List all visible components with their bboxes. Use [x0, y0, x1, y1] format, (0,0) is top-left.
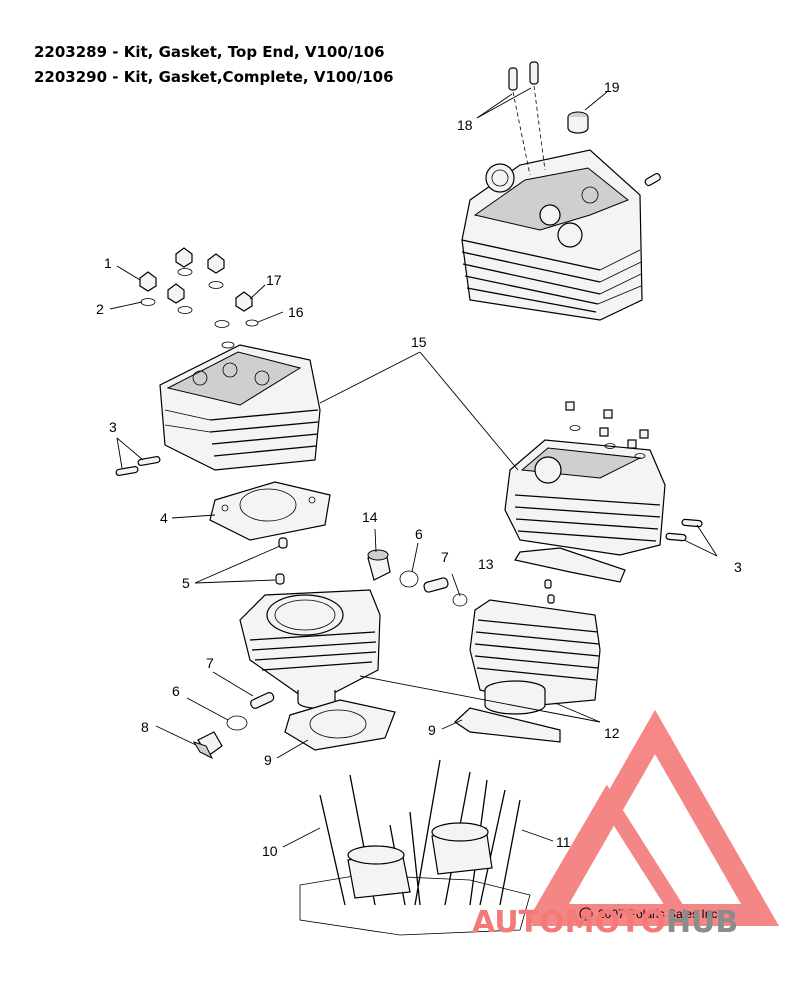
- callout-3b: 3: [734, 559, 742, 575]
- kit-title-top-end: 2203289 - Kit, Gasket, Top End, V100/106: [34, 43, 385, 61]
- base-gasket-9-right: [454, 707, 561, 743]
- callout-6b: 6: [172, 683, 180, 699]
- front-cylinder-head: [159, 344, 321, 471]
- watermark-text-part2: HUB: [666, 905, 738, 940]
- callout-2: 2: [96, 301, 104, 317]
- dowels-5: [275, 537, 288, 585]
- callout-7b: 7: [206, 655, 214, 671]
- rear-cylinder-head: [461, 149, 643, 321]
- callout-14: 14: [362, 509, 378, 525]
- head-gasket-right: [514, 547, 626, 583]
- callout-8: 8: [141, 719, 149, 735]
- copyright-icon: c: [579, 907, 593, 921]
- callout-13: 13: [478, 556, 494, 572]
- base-gasket-9-left: [284, 699, 396, 751]
- callout-9a: 9: [264, 752, 272, 768]
- callout-16: 16: [288, 304, 304, 320]
- plug-14: [367, 549, 391, 581]
- dowels-right: [544, 579, 555, 604]
- tube-7-right: [423, 577, 449, 593]
- callout-4: 4: [160, 510, 168, 526]
- leader-lines: [109, 87, 718, 848]
- head-washers: [140, 268, 259, 349]
- o-ring-13: [452, 593, 468, 607]
- watermark-text-part1: AUTOMOTO: [472, 905, 666, 940]
- tube-7-left: [250, 692, 275, 709]
- dowel-pins-3-right: [665, 518, 703, 542]
- callout-labels: 1 2 3 3 4 5 6 6 7 7 8 9 9 10 11 12 13 14…: [96, 79, 742, 859]
- callout-15: 15: [411, 334, 427, 350]
- svg-text:c: c: [582, 911, 587, 921]
- callout-7a: 7: [441, 549, 449, 565]
- callout-6a: 6: [415, 526, 423, 542]
- kit-title-complete: 2203290 - Kit, Gasket,Complete, V100/106: [34, 68, 394, 86]
- callout-3a: 3: [109, 419, 117, 435]
- crankcase-and-studs: [299, 759, 531, 936]
- copyright-text: 2007 Polaris Sales Inc.: [598, 907, 721, 921]
- callout-11: 11: [556, 834, 571, 850]
- dowel-pins-3-left: [115, 456, 161, 476]
- callout-12: 12: [604, 725, 620, 741]
- callout-18: 18: [457, 117, 473, 133]
- callout-1: 1: [104, 255, 112, 271]
- front-cylinder: [239, 589, 381, 709]
- plug-19: [567, 111, 589, 134]
- watermark-logo: [526, 709, 779, 926]
- callout-10: 10: [262, 843, 278, 859]
- callout-9b: 9: [428, 722, 436, 738]
- rear-cylinder-head-2: [504, 439, 666, 556]
- head-nuts-right: [565, 401, 649, 459]
- dowel-pins-18: [508, 61, 546, 176]
- o-ring-6-right: [399, 570, 419, 588]
- plug-8: [192, 731, 223, 760]
- head-gasket-4: [209, 481, 331, 541]
- pin-right-top: [644, 173, 661, 187]
- callout-17: 17: [266, 272, 282, 288]
- rear-cylinder: [469, 599, 601, 715]
- callout-5: 5: [182, 575, 190, 591]
- o-ring-6-left: [226, 715, 248, 731]
- watermark-text: AUTOMOTOHUB: [472, 905, 738, 940]
- watermark-triangle-inner: [526, 784, 695, 923]
- head-nuts: [139, 247, 253, 312]
- callout-19: 19: [604, 79, 620, 95]
